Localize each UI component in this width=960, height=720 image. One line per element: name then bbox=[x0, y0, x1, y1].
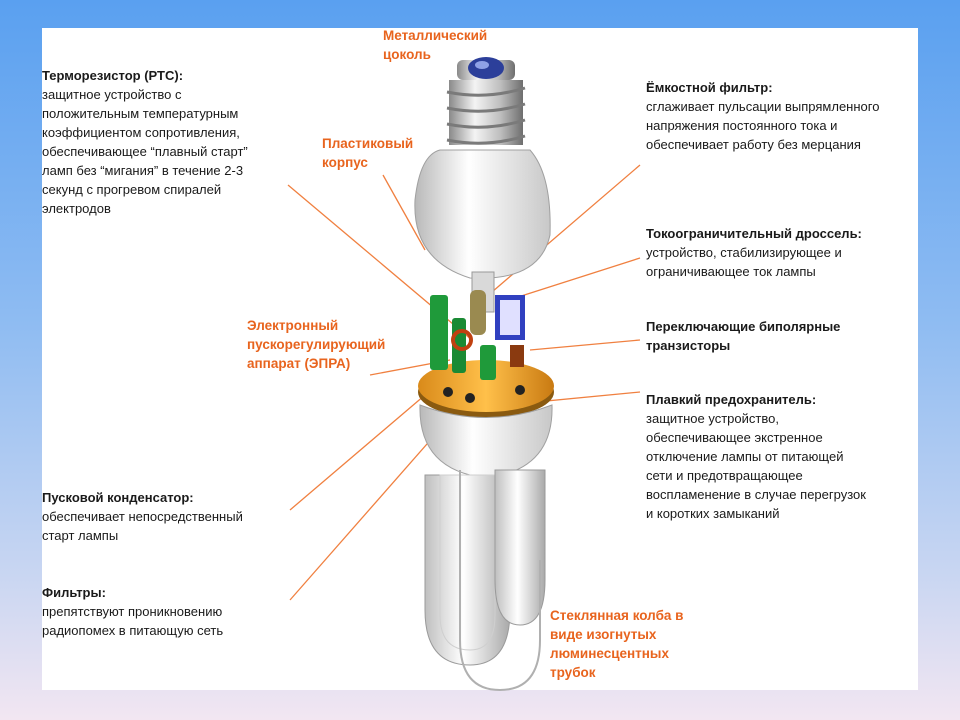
label-capacitor-filter-title: Ёмкостной фильтр: bbox=[646, 80, 773, 95]
label-thermistor-desc: защитное устройство с положительным темп… bbox=[42, 87, 248, 216]
glass-tube-part bbox=[424, 469, 546, 692]
label-filters-desc: препятствуют проникновению радиопомех в … bbox=[42, 604, 224, 638]
metal-base-part bbox=[446, 57, 526, 145]
leader-start-capacitor bbox=[289, 377, 446, 511]
leader-choke bbox=[514, 257, 641, 299]
label-start-capacitor: Пусковой конденсатор: обеспечивает непос… bbox=[42, 488, 243, 545]
callout-glass-bulb: Стеклянная колба в виде изогнутых люмине… bbox=[550, 608, 684, 680]
label-thermistor: Терморезистор (РТС): защитное устройство… bbox=[42, 66, 248, 218]
leader-housing bbox=[382, 174, 426, 251]
label-fuse: Плавкий предохранитель: защитное устройс… bbox=[646, 390, 866, 523]
lower-housing-part bbox=[419, 404, 553, 479]
label-start-capacitor-desc: обеспечивает непосредственный старт ламп… bbox=[42, 509, 243, 543]
label-thermistor-title: Терморезистор (РТС): bbox=[42, 68, 184, 83]
label-capacitor-filter-desc: сглаживает пульсации выпрямленного напря… bbox=[646, 99, 880, 152]
leader-capacitor-filter bbox=[484, 164, 641, 299]
label-filters: Фильтры: препятствуют проникновению ради… bbox=[42, 583, 223, 640]
callout-plastic-housing: Пластиковый корпус bbox=[322, 136, 414, 170]
callout-metal-base: Металлический цоколь bbox=[383, 28, 488, 62]
label-transistors-title: Переключающие биполярные транзисторы bbox=[646, 319, 841, 353]
label-choke-desc: устройство, стабилизирующее и ограничива… bbox=[646, 245, 842, 279]
leader-lines bbox=[287, 164, 641, 601]
ballast-board-part bbox=[418, 290, 554, 418]
label-filters-title: Фильтры: bbox=[42, 585, 106, 600]
label-fuse-desc: защитное устройство, обеспечивающее экст… bbox=[646, 411, 866, 521]
label-transistors: Переключающие биполярные транзисторы bbox=[646, 317, 840, 355]
leader-transistors bbox=[529, 339, 641, 351]
label-choke: Токоограничительный дроссель: устройство… bbox=[646, 224, 862, 281]
label-fuse-title: Плавкий предохранитель: bbox=[646, 392, 817, 407]
plastic-housing-part bbox=[414, 149, 551, 279]
label-start-capacitor-title: Пусковой конденсатор: bbox=[42, 490, 194, 505]
label-choke-title: Токоограничительный дроссель: bbox=[646, 226, 862, 241]
label-capacitor-filter: Ёмкостной фильтр: сглаживает пульсации в… bbox=[646, 78, 879, 154]
callout-electronic-ballast: Электронный пускорегулирующий аппарат (Э… bbox=[247, 318, 386, 371]
